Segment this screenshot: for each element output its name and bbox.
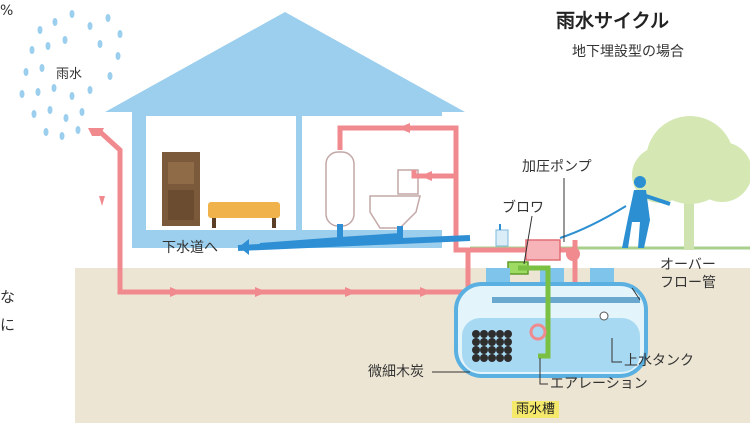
float-valve-icon <box>599 311 609 321</box>
raindrops <box>19 10 123 140</box>
cut-text-percent: % <box>0 3 14 19</box>
sewer-pipes <box>237 224 471 251</box>
label-aeration: エアレーション <box>550 376 648 392</box>
flow-arrows <box>99 123 432 297</box>
label-charcoal: 微細木炭 <box>368 364 424 380</box>
label-overflow-2: フロー管 <box>660 275 716 291</box>
bench-icon <box>208 202 280 228</box>
diagram-subtitle: 地下埋設型の場合 <box>572 44 684 60</box>
label-blower: ブロワ <box>502 200 544 216</box>
pressure-pump-icon <box>525 239 561 261</box>
tree <box>632 116 750 250</box>
aeration-pipe <box>518 265 551 359</box>
label-overflow-1: オーバー <box>660 257 716 273</box>
label-water-tank: 上水タンク <box>624 353 694 369</box>
door-icon <box>162 152 200 226</box>
label-sewer: 下水道へ <box>162 240 218 256</box>
label-rainwater-tank: 雨水槽 <box>512 401 560 418</box>
person-watering-icon <box>622 176 671 248</box>
cut-text-na: な <box>0 288 16 306</box>
leader-lines <box>432 178 641 385</box>
label-rain: 雨水 <box>56 67 83 82</box>
pump-valve-icon <box>566 247 580 261</box>
urinal-icon <box>325 151 355 227</box>
cut-text-ni: に <box>0 316 16 334</box>
hose <box>559 205 627 239</box>
house-roof <box>105 12 465 112</box>
diagram-title: 雨水サイクル <box>556 10 670 32</box>
label-pump: 加圧ポンプ <box>522 159 592 175</box>
sewer-arrow-icon <box>239 239 249 255</box>
gutter-icon <box>88 128 104 136</box>
faucet-icon <box>495 224 509 247</box>
aeration-swirl-icon <box>529 323 547 341</box>
charcoal-icon <box>472 330 512 362</box>
